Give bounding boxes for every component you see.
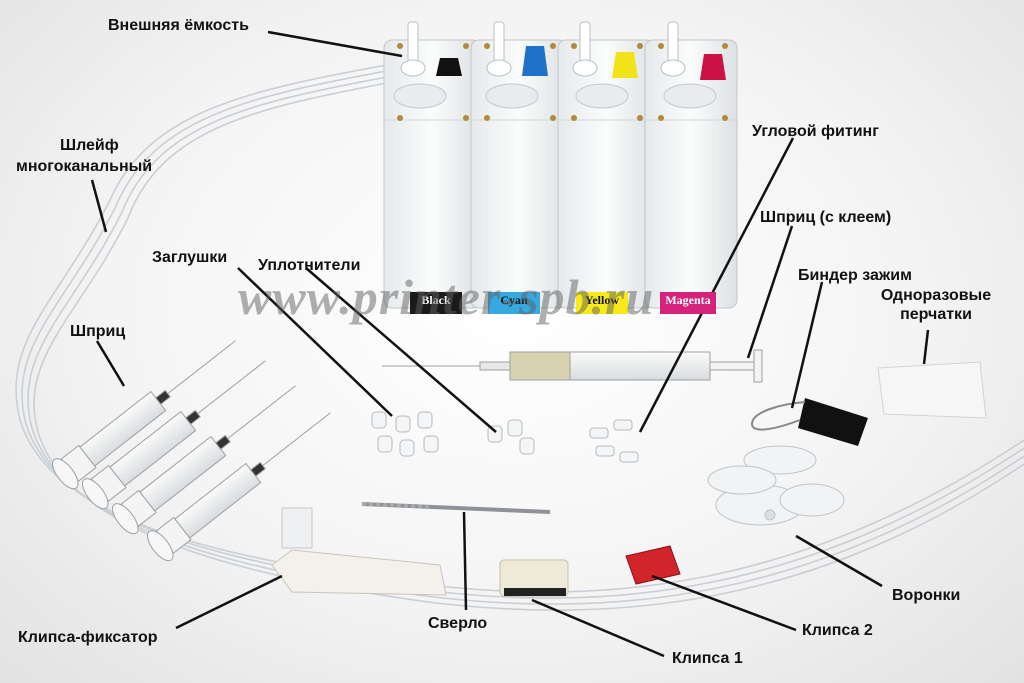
label-ribbon-line2: многоканальный bbox=[16, 158, 153, 175]
tank-cap-black bbox=[436, 58, 462, 76]
syringes bbox=[52, 340, 331, 562]
tank-cap-yellow bbox=[612, 52, 638, 78]
tank-cap-magenta bbox=[700, 54, 726, 80]
watermark: www.printer-spb.ru bbox=[238, 269, 655, 325]
tank-label-black bbox=[410, 292, 462, 314]
label-gloves-line2: перчатки bbox=[900, 306, 972, 323]
label-external-tank: Внешняя ёмкость bbox=[108, 17, 249, 34]
label-gloves: Одноразовые перчатки bbox=[866, 286, 1006, 324]
tank-cap-cyan bbox=[522, 46, 548, 76]
tank-label-black-text: Black bbox=[421, 293, 451, 307]
drill-bit bbox=[361, 502, 551, 514]
label-clip-fixator: Клипса-фиксатор bbox=[18, 629, 158, 646]
tank-color-labels: Black Cyan Yellow Magenta bbox=[410, 292, 716, 314]
tank-caps bbox=[436, 46, 726, 80]
label-funnels: Воронки bbox=[892, 587, 961, 604]
clip-1 bbox=[499, 559, 569, 597]
tank-label-magenta-text: Magenta bbox=[665, 293, 710, 307]
label-binder-clip: Биндер зажим bbox=[798, 267, 912, 284]
clip-fixator bbox=[271, 507, 447, 596]
small-parts bbox=[371, 411, 639, 463]
label-ribbon-line1: Шлейф bbox=[60, 137, 119, 154]
funnels bbox=[707, 445, 845, 526]
callout-lines bbox=[90, 30, 930, 658]
clip-2 bbox=[625, 545, 681, 585]
label-syringe-glue: Шприц (с клеем) bbox=[760, 209, 892, 226]
label-clip-1: Клипса 1 bbox=[672, 650, 743, 667]
tank-label-yellow-text: Yellow bbox=[585, 293, 619, 307]
label-angle-fitting: Угловой фитинг bbox=[752, 123, 879, 140]
ink-tanks bbox=[383, 21, 738, 309]
tank-label-cyan bbox=[488, 292, 540, 314]
label-plugs: Заглушки bbox=[152, 249, 228, 266]
label-seals: Уплотнители bbox=[258, 257, 361, 274]
binder-clip bbox=[750, 398, 868, 446]
label-clip-2: Клипса 2 bbox=[802, 622, 873, 639]
tank-label-yellow bbox=[576, 292, 628, 314]
label-drill: Сверло bbox=[428, 615, 488, 632]
gloves bbox=[877, 361, 987, 419]
glue-syringe bbox=[382, 349, 763, 383]
tank-label-magenta bbox=[660, 292, 716, 314]
label-gloves-line1: Одноразовые bbox=[880, 287, 992, 304]
label-syringe: Шприц bbox=[70, 323, 126, 340]
tank-label-cyan-text: Cyan bbox=[500, 293, 528, 307]
